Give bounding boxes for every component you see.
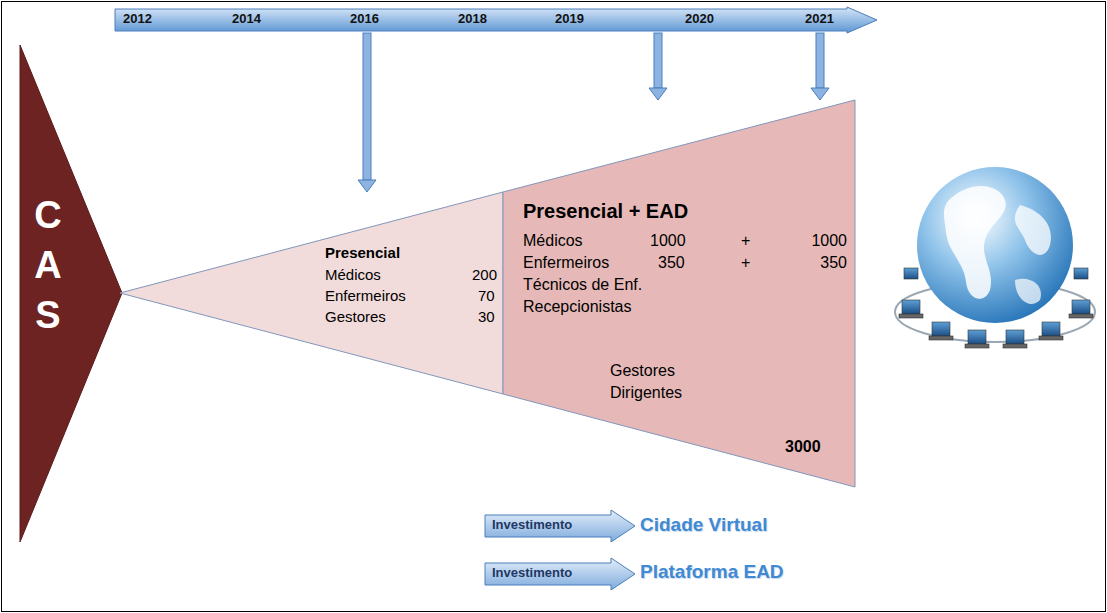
presencial-ead-section: Presencial + EAD Médicos 1000 +1000Enfermei… [503, 100, 855, 487]
node-shape [503, 100, 855, 487]
node-text: Enfermeiros [523, 254, 609, 272]
node-text: Técnicos de Enf. [523, 276, 642, 294]
node-text: + [741, 254, 750, 272]
node-text: 2014 [232, 12, 261, 27]
down-arrow [358, 33, 376, 192]
cas-triangle: C A S [20, 45, 122, 542]
node-text: 350 [820, 254, 847, 272]
node-text: 3000 [785, 438, 821, 456]
node-text: Recepcionistas [523, 298, 632, 316]
node-text: + [741, 232, 750, 250]
investment-label: Cidade Virtual [640, 514, 767, 536]
node-text: 200 [472, 266, 497, 283]
timeline-arrow: 2012 2014 2016 2018 2019 2020 2021 [115, 7, 877, 33]
node-text: Gestores [610, 362, 675, 380]
node-text: 30 [478, 308, 495, 325]
node-text: 1000 [811, 232, 847, 250]
node-text: 350 [658, 254, 685, 272]
node-text: Presencial [325, 244, 400, 261]
node-text: 2012 [123, 12, 152, 27]
node-text: Enfermeiros [325, 287, 406, 304]
node-text: 2016 [350, 12, 379, 27]
node-shape [115, 7, 877, 33]
presencial-section: PresencialMédicos 200Enfermeiros 70Gestore… [120, 192, 503, 394]
investment-label: Plataforma EAD [640, 561, 784, 583]
node-text: 2021 [805, 12, 834, 27]
node-text: 2018 [458, 12, 487, 27]
node-text: Médicos [523, 232, 583, 250]
node-text: Dirigentes [610, 384, 682, 402]
investimento-arrow: Investimento [485, 558, 635, 590]
node-text: Médicos [325, 266, 381, 283]
node-text: Investimento [492, 566, 572, 581]
node-text: 2019 [555, 12, 584, 27]
node-text: 2020 [685, 12, 714, 27]
node-text: Gestores [325, 308, 386, 325]
globe-illustration [895, 167, 1095, 348]
node-text: C A S [29, 190, 67, 340]
node-shape [20, 45, 122, 542]
investimento-arrow: Investimento [485, 510, 635, 542]
node-text: Investimento [492, 518, 572, 533]
node-text: 1000 [650, 232, 686, 250]
node-shape [120, 192, 503, 394]
node-text: Presencial + EAD [523, 200, 688, 223]
node-text: 70 [478, 287, 495, 304]
down-arrow [649, 33, 667, 100]
down-arrow [811, 33, 829, 100]
